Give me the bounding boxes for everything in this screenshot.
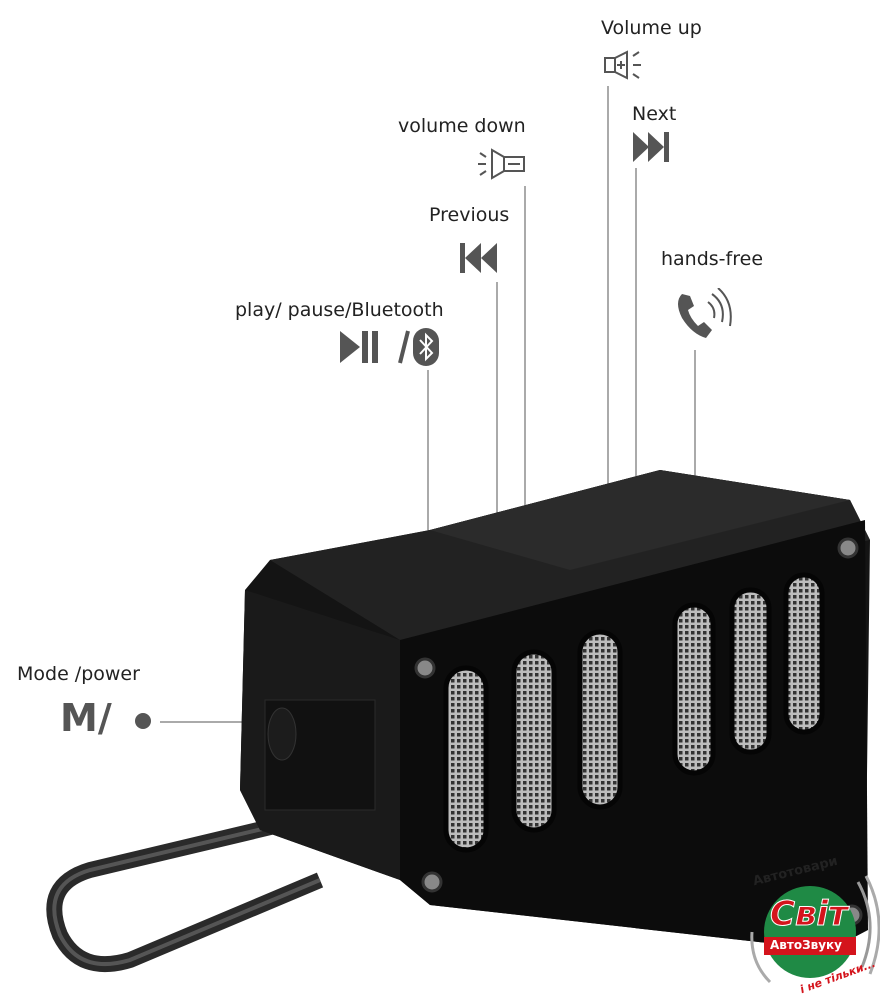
- next-icon: [633, 132, 673, 166]
- label-play-pause-bluetooth: play/ pause/Bluetooth: [235, 299, 444, 321]
- carabiner: [46, 812, 324, 973]
- bluetooth-icon: [413, 328, 439, 370]
- mode-symbol: M/: [60, 696, 112, 740]
- logo-main: Світ: [770, 894, 849, 935]
- phone-icon: [674, 287, 736, 346]
- play-pause-icon: [338, 328, 448, 370]
- mode-button: [267, 707, 297, 761]
- volume-down-icon: [478, 147, 530, 185]
- label-next: Next: [632, 103, 677, 125]
- label-previous: Previous: [429, 204, 510, 226]
- speaker-body: [240, 470, 870, 950]
- label-mode-power: Mode /power: [17, 663, 140, 685]
- leader-lines: [160, 86, 696, 723]
- store-logo: Автотовари Світ АвтоЗвуку і не тільки...: [740, 854, 880, 997]
- label-volume-up: Volume up: [601, 17, 702, 39]
- label-hands-free: hands-free: [661, 248, 764, 270]
- speaker-grilles: [443, 572, 825, 853]
- previous-icon: [460, 243, 500, 277]
- label-volume-down: volume down: [398, 115, 526, 137]
- volume-up-icon: [603, 50, 653, 86]
- power-dot-icon: [135, 713, 151, 729]
- logo-sub: АвтоЗвуку: [770, 938, 842, 952]
